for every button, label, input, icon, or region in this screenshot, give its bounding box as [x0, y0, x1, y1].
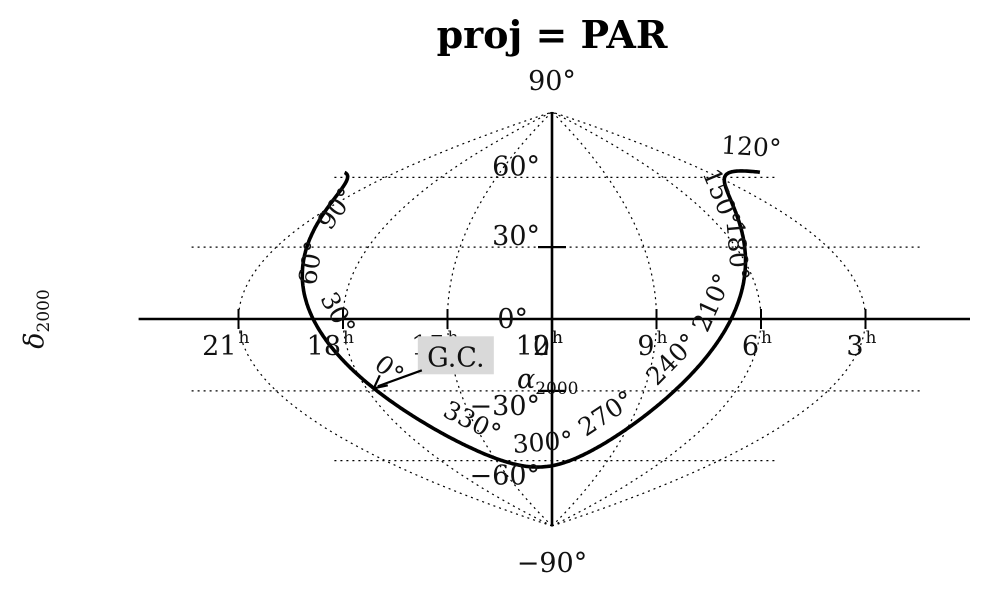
- ra-tick-number: 12: [516, 331, 550, 362]
- y-axis-label: δ2000: [19, 289, 54, 349]
- ra-tick-unit: h: [761, 328, 772, 348]
- annotation-arrowhead: [372, 374, 389, 390]
- ra-tick-number: 3: [846, 331, 863, 362]
- dec-tick-label: −90°: [517, 548, 587, 579]
- ra-tick-number: 9: [637, 331, 654, 362]
- galactic-equator-layer: [300, 169, 761, 469]
- galactic-longitude-label: 120°: [720, 130, 782, 163]
- dec-tick-label: 90°: [528, 66, 576, 97]
- dec-tick-label: 0°: [497, 304, 528, 335]
- annotation-arrow: [377, 369, 423, 388]
- galactic-longitude-label: 270°: [573, 385, 639, 442]
- ra-tick-unit: h: [239, 328, 250, 348]
- galactic-equator: [300, 169, 761, 469]
- annotation-box: [417, 336, 494, 375]
- x-axis-label: α2000: [517, 364, 579, 399]
- ra-tick-unit: h: [657, 328, 668, 348]
- dec-tick-label: 30°: [492, 221, 540, 252]
- dec-tick-label: −60°: [470, 461, 540, 492]
- galactic-meridian: [245, 255, 901, 474]
- ra-tick-number: 21: [202, 331, 236, 362]
- ra-tick-unit: h: [552, 328, 563, 348]
- ra-tick-number: 6: [742, 331, 759, 362]
- ra-tick-unit: h: [343, 328, 354, 348]
- galactic-longitude-label: 180°: [720, 219, 754, 282]
- annotation-text: G.C.: [427, 342, 484, 373]
- ra-tick-unit: h: [552, 328, 563, 348]
- ra-tick-unit: h: [866, 328, 877, 348]
- dec-tick-label: 60°: [492, 151, 540, 182]
- galactic-longitude-label: 90°: [311, 182, 361, 235]
- dec-tick-label: −30°: [470, 391, 540, 422]
- ra-tick-number: 0: [533, 331, 550, 362]
- galactic-center-annotation: G.C.: [372, 336, 494, 390]
- chart-title: proj = PAR: [437, 12, 668, 57]
- galactic-longitude-label: 60°: [293, 239, 329, 287]
- ra-tick-number: 18: [307, 331, 341, 362]
- galactic-longitude-label: 300°: [512, 426, 574, 459]
- galactic-longitude-label: 210°: [686, 269, 737, 336]
- ra-gridline: [446, 111, 553, 527]
- ra-gridline: [551, 111, 658, 527]
- axis-labels: α2000 δ2000: [19, 289, 579, 399]
